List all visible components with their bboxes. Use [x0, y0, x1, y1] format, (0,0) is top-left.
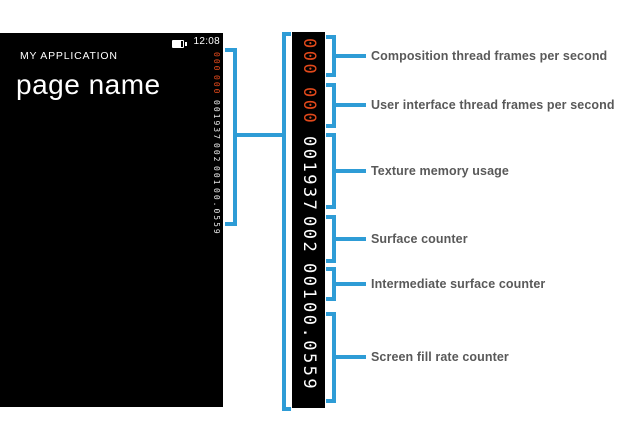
counter-value-intermediate-surface: 001: [212, 166, 221, 187]
magnified-counter-strip: 000 000 001937 002 001 00.0559: [292, 32, 325, 408]
counter-value-surface: 002: [299, 216, 319, 255]
battery-body: [172, 40, 184, 48]
callout-bracket-composition-fps: [326, 35, 336, 77]
counter-value-composition-fps: 000: [299, 38, 319, 77]
app-title: MY APPLICATION: [20, 50, 118, 62]
phone-screen: 12:08 MY APPLICATION page name 000 000 0…: [0, 33, 223, 407]
callout-bracket-surface: [326, 215, 336, 263]
battery-level-notch: [181, 41, 183, 47]
callout-line-composition-fps: [335, 54, 366, 58]
phone-frame-counters: 000 000 001937 002 001 00.0559: [206, 33, 221, 407]
counter-value-ui-fps: 000: [212, 75, 221, 96]
counter-label-surface: Surface counter: [371, 232, 468, 246]
counter-label-ui-fps: User interface thread frames per second: [371, 98, 615, 112]
callout-line-screen-fill-rate: [335, 355, 366, 359]
counter-value-texture-memory: 001937: [212, 100, 221, 141]
callout-line-surface: [335, 237, 366, 241]
counter-value-composition-fps: 000: [212, 52, 221, 73]
counter-label-intermediate-surface: Intermediate surface counter: [371, 277, 546, 291]
callout-line-intermediate-surface: [335, 282, 366, 286]
phone-callout-bracket: [225, 48, 237, 226]
callout-bracket-ui-fps: [326, 83, 336, 128]
strip-callout-bracket: [282, 32, 291, 411]
callout-bracket-texture-memory: [326, 133, 336, 209]
counter-value-screen-fill-rate: 00.0559: [299, 302, 319, 392]
battery-icon: [172, 40, 189, 48]
counter-value-intermediate-surface: 001: [299, 263, 319, 302]
counter-value-surface: 002: [212, 143, 221, 164]
callout-bracket-screen-fill-rate: [326, 312, 336, 403]
callout-bracket-intermediate-surface: [326, 267, 336, 301]
counter-label-screen-fill-rate: Screen fill rate counter: [371, 350, 509, 364]
callout-line-ui-fps: [335, 103, 366, 107]
battery-nub: [185, 42, 187, 46]
phone-to-strip-connector-line: [236, 133, 284, 137]
counter-label-texture-memory: Texture memory usage: [371, 164, 509, 178]
counter-label-composition-fps: Composition thread frames per second: [371, 49, 608, 63]
counter-value-texture-memory: 001937: [299, 136, 319, 213]
callout-line-texture-memory: [335, 169, 366, 173]
status-bar: 12:08: [0, 36, 220, 49]
counter-value-screen-fill-rate: 00.0559: [212, 188, 221, 236]
counter-value-ui-fps: 000: [299, 87, 319, 126]
status-time: 12:08: [193, 36, 220, 47]
page-title: page name: [16, 69, 161, 100]
